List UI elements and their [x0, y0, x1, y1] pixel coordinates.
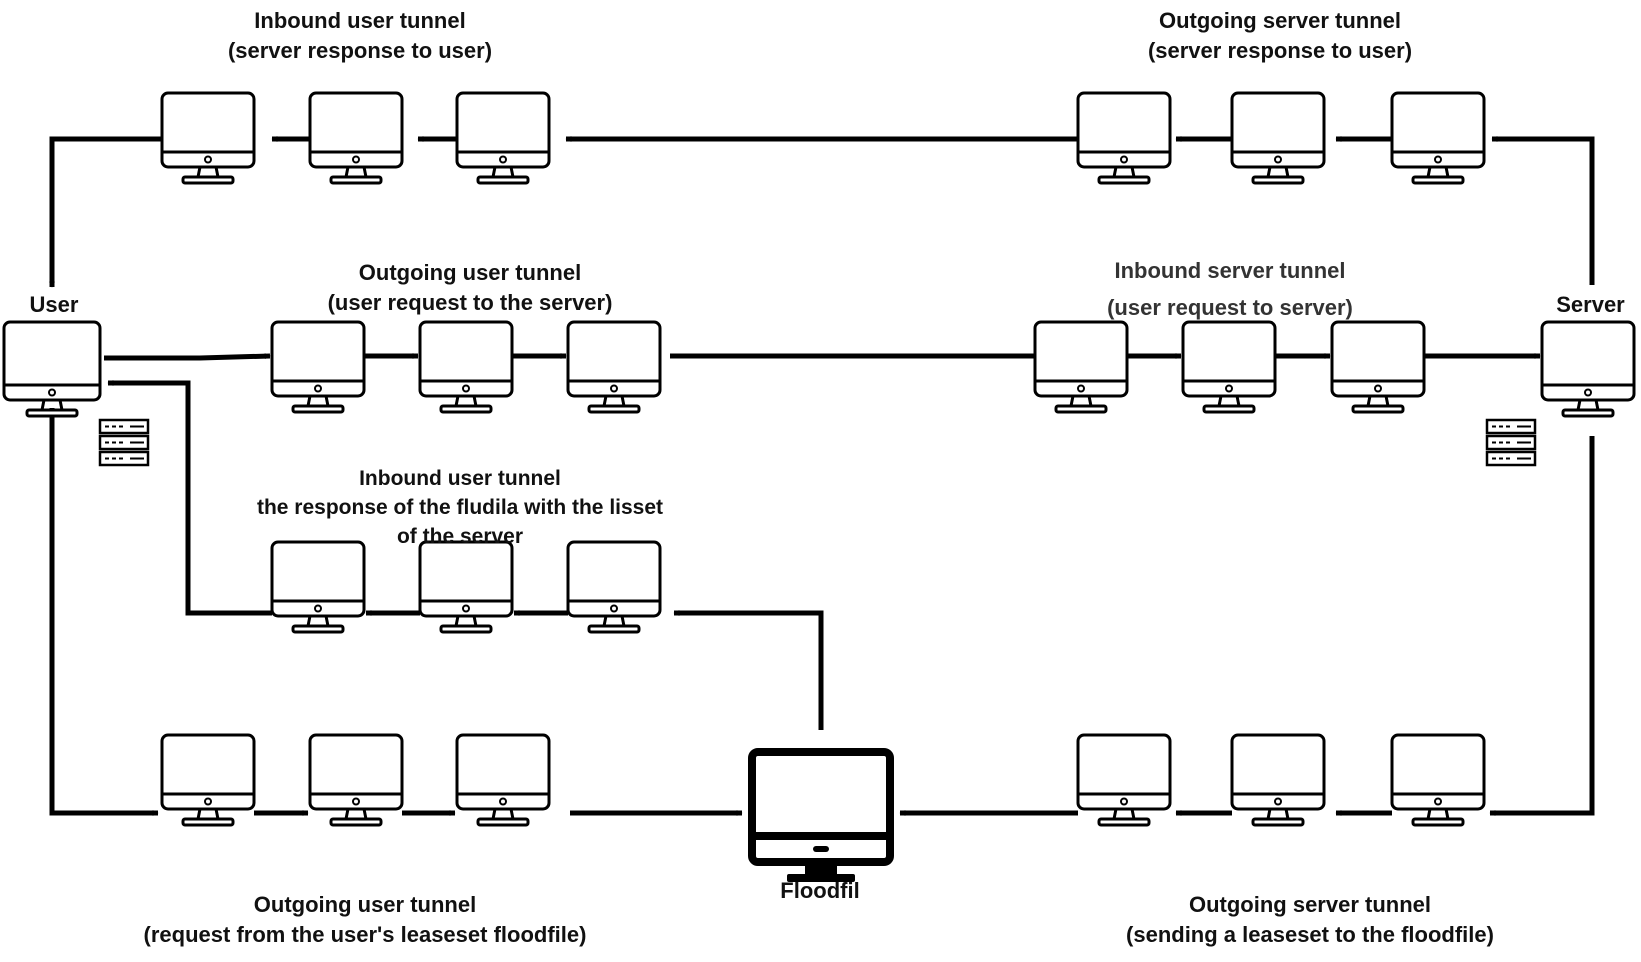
inbound-user-top-node-3: [455, 91, 551, 185]
floodfill-monitor-icon: [748, 748, 894, 882]
label-floodfil: Floodfil: [780, 878, 860, 903]
label-line: the response of the fludila with the lis…: [256, 496, 664, 519]
inbound-user-response-node-3: [566, 540, 662, 634]
label-line: (user request to server): [1107, 295, 1353, 320]
label-outgoing-server-bottom: Outgoing server tunnel (sending a leases…: [1050, 890, 1570, 950]
edge-to-user: [49, 136, 162, 288]
inbound-server-mid-node-3: [1330, 320, 1426, 414]
label-inbound-user-response: Inbound user tunnel the response of the …: [200, 464, 720, 551]
label-line: (request from the user's leaseset floodf…: [143, 922, 587, 947]
label-line: (sending a leaseset to the floodfile): [1126, 922, 1494, 947]
user-server-rack-icon: [98, 418, 150, 467]
server-server-rack-icon: [1485, 418, 1537, 467]
outgoing-user-bottom-node-1: [160, 733, 256, 827]
user-computer: [2, 320, 102, 418]
outgoing-user-bottom-node-2: [308, 733, 404, 827]
label-outgoing-user-mid: Outgoing user tunnel (user request to th…: [260, 258, 680, 318]
label-line: Inbound server tunnel: [1114, 258, 1346, 283]
outgoing-server-bottom-node-2: [1230, 733, 1326, 827]
label-line: (server response to user): [227, 38, 493, 63]
label-inbound-server-mid: Inbound server tunnel (user request to s…: [1020, 252, 1440, 326]
label-line: (server response to user): [1147, 38, 1413, 63]
outgoing-user-mid-node-3: [566, 320, 662, 414]
inbound-server-mid-node-1: [1033, 320, 1129, 414]
connection-lines: [49, 136, 1595, 816]
edge-resp-to-user: [107, 380, 272, 616]
label-line: Inbound user tunnel: [359, 467, 561, 490]
inbound-user-response-node-2: [418, 540, 514, 634]
label-line: Outgoing server tunnel: [1158, 8, 1402, 33]
label-user: User: [29, 292, 79, 317]
outgoing-server-bottom-node-3: [1390, 733, 1486, 827]
server-computer: [1540, 320, 1636, 418]
label-server: Server: [1556, 292, 1625, 317]
inbound-server-mid-node-2: [1181, 320, 1277, 414]
edge-server-to-outgoing: [1491, 136, 1595, 285]
label-line: Outgoing server tunnel: [1188, 892, 1432, 917]
label-line: Inbound user tunnel: [254, 8, 466, 33]
edge-user-out: [104, 353, 271, 361]
tunnel-nodes: [2, 91, 1636, 882]
label-outgoing-user-bottom: Outgoing user tunnel (request from the u…: [90, 890, 640, 950]
outgoing-user-mid-node-1: [270, 320, 366, 414]
label-outgoing-server-top: Outgoing server tunnel (server response …: [1070, 6, 1490, 66]
label-line: of the server: [396, 525, 524, 548]
inbound-user-response-node-1: [270, 540, 366, 634]
inbound-user-top-node-1: [160, 91, 256, 185]
inbound-user-top-node-2: [308, 91, 404, 185]
outgoing-server-top-node-1: [1076, 91, 1172, 185]
label-line: Outgoing user tunnel: [358, 260, 582, 285]
outgoing-server-bottom-node-1: [1076, 733, 1172, 827]
edge-user-down: [49, 408, 159, 816]
label-line: Outgoing user tunnel: [253, 892, 477, 917]
edge-floodfill-response: [673, 610, 824, 730]
outgoing-user-bottom-node-3: [455, 733, 551, 827]
outgoing-server-top-node-2: [1230, 91, 1326, 185]
outgoing-server-top-node-3: [1390, 91, 1486, 185]
edge-server-down: [1489, 436, 1595, 816]
label-line: (user request to the server): [327, 290, 613, 315]
outgoing-user-mid-node-2: [418, 320, 514, 414]
label-inbound-user-top: Inbound user tunnel (server response to …: [150, 6, 570, 66]
